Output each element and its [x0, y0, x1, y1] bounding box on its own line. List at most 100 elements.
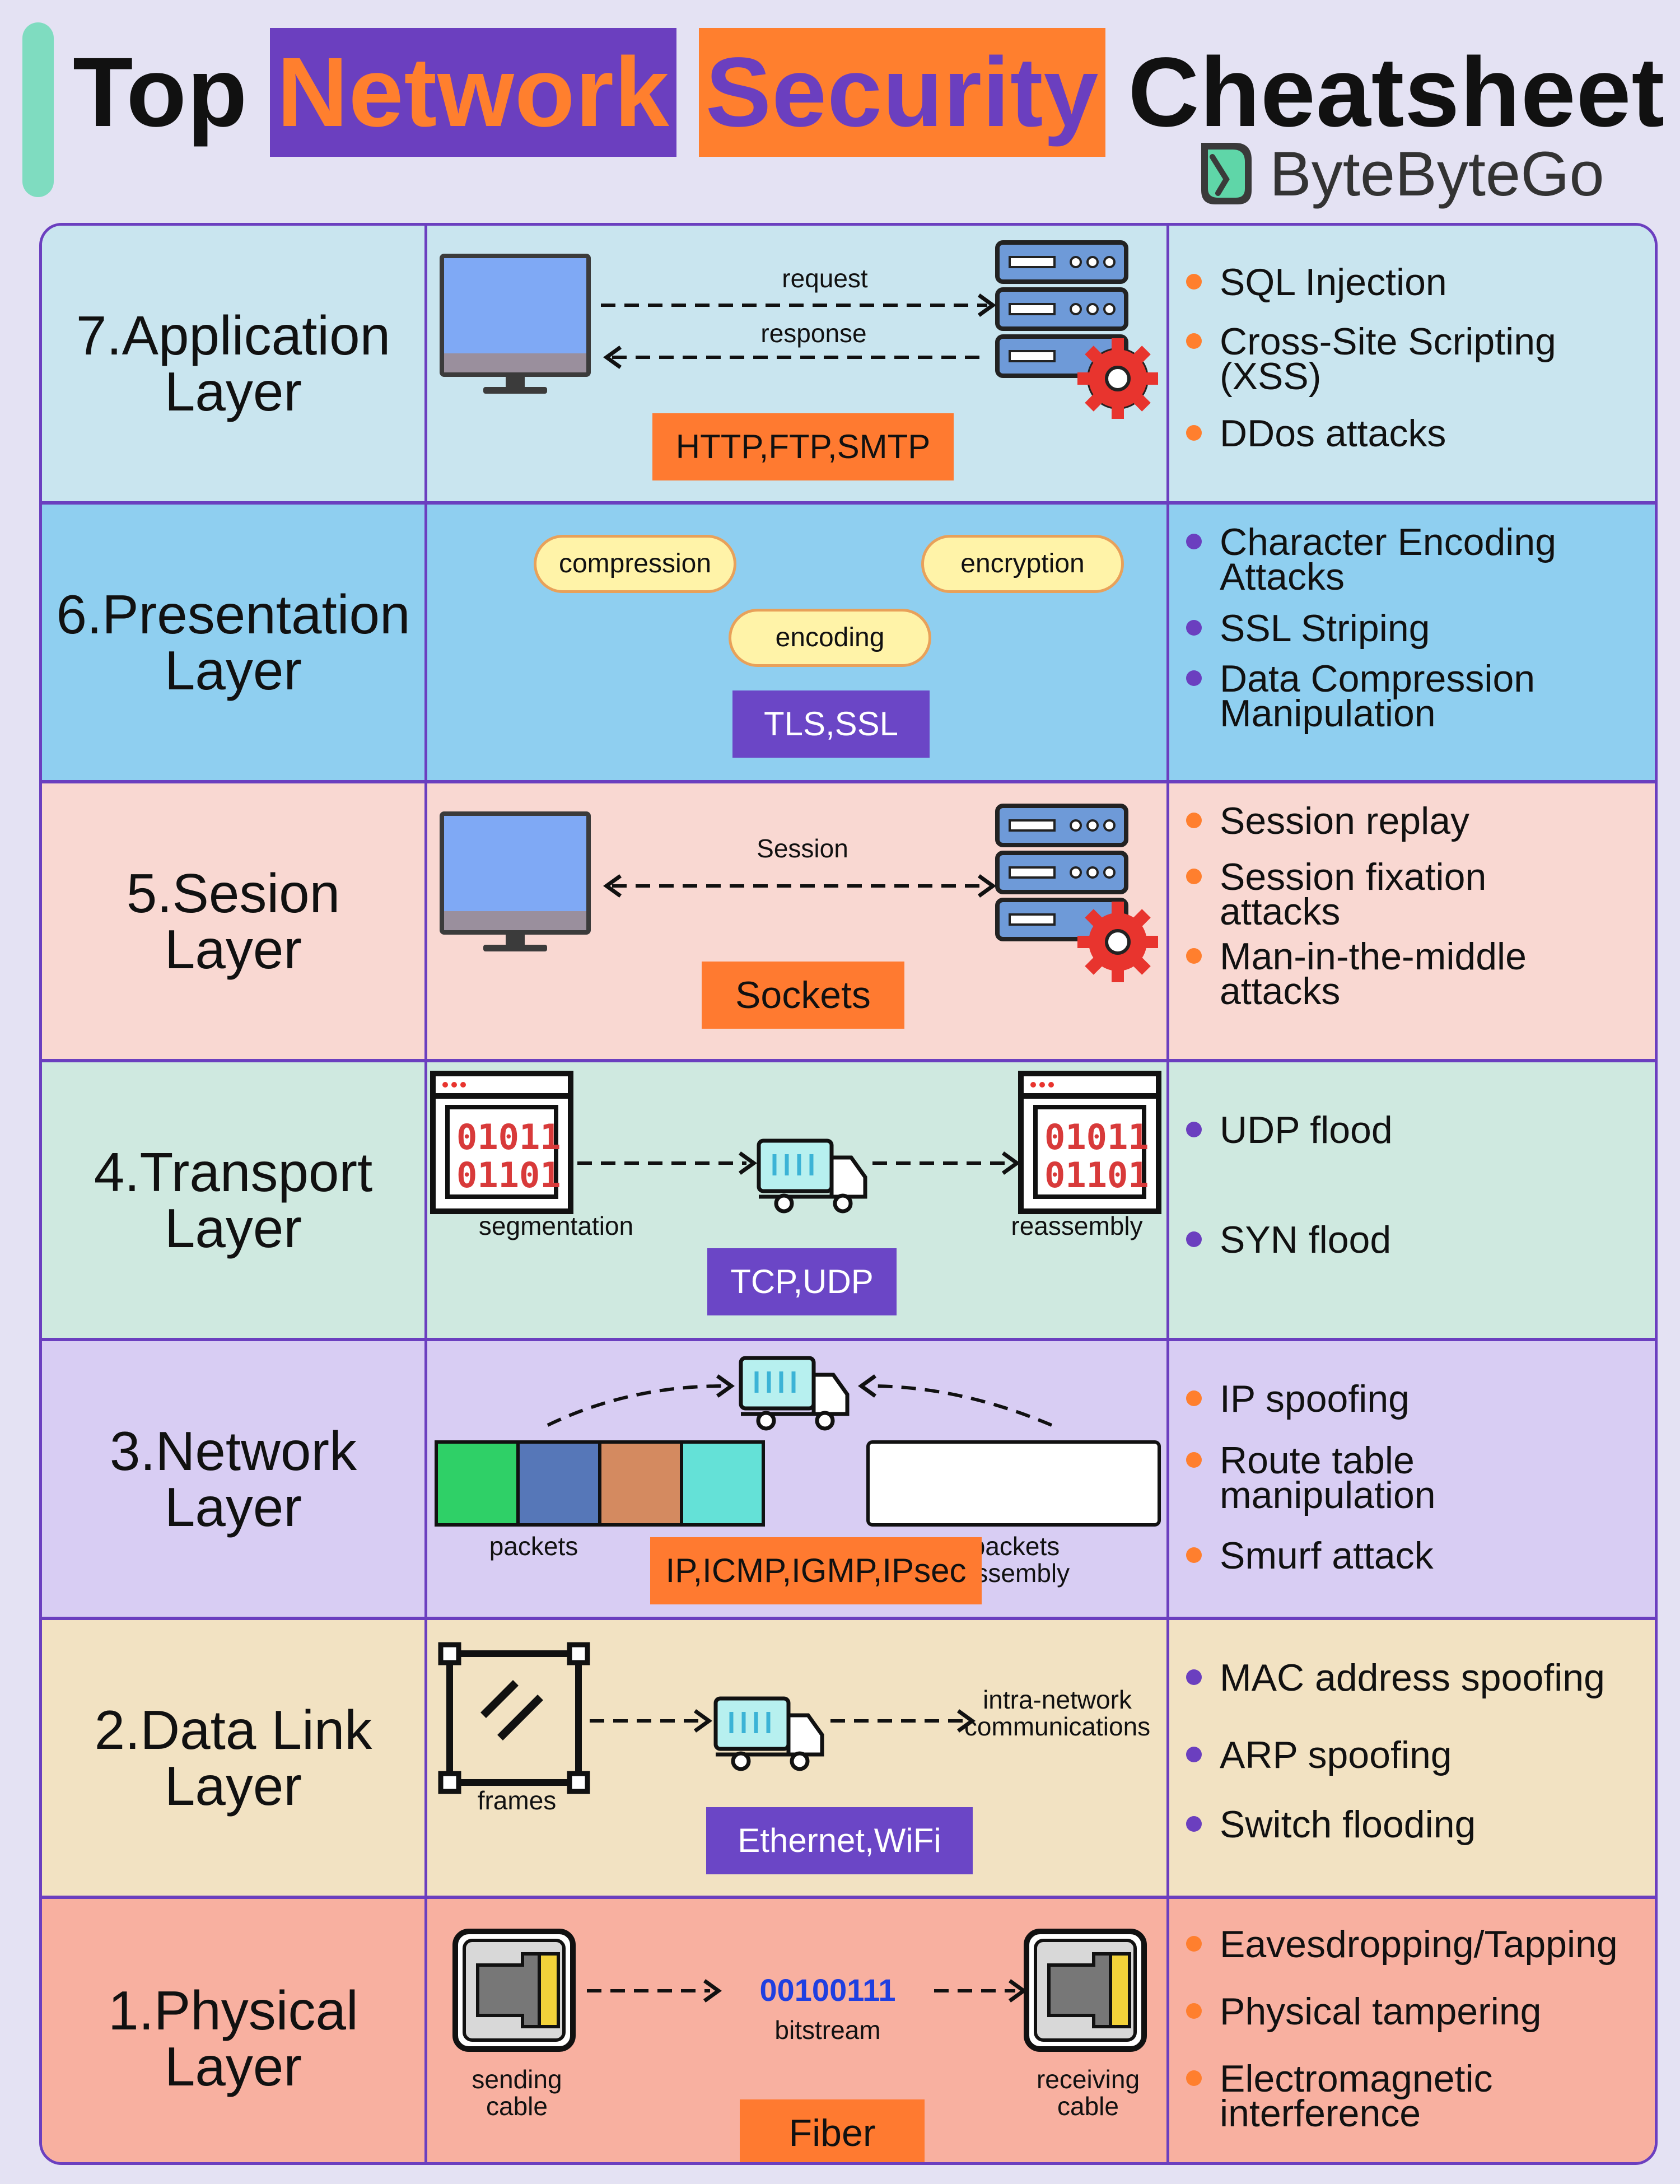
- threat-item: SQL Injection: [1186, 263, 1447, 301]
- layer-name: 1.Physical Layer: [108, 1980, 358, 2097]
- threat-item: Switch flooding: [1186, 1805, 1476, 1844]
- request-label: request: [782, 264, 868, 293]
- threat-list: Character Encoding Attacks SSL Striping …: [1169, 505, 1655, 780]
- layer-row-transport: 4.Transport Layer: [42, 1062, 1655, 1341]
- threat-list: Eavesdropping/Tapping Physical tampering…: [1169, 1899, 1655, 2162]
- threat-item: Physical tampering: [1186, 1992, 1541, 2031]
- layer-name-cell: 5.Sesion Layer: [42, 783, 427, 1059]
- threat-list: MAC address spoofing ARP spoofing Switch…: [1169, 1620, 1655, 1896]
- bytebytego-logo-icon: [1201, 143, 1252, 204]
- encryption-pill: encryption: [921, 535, 1124, 593]
- gear-icon: [1077, 902, 1158, 982]
- frame-icon: [438, 1642, 590, 1794]
- layer-name-cell: 2.Data Link Layer: [42, 1620, 427, 1896]
- encoding-pill: encoding: [729, 609, 931, 667]
- threat-item: Session fixation attacks: [1186, 858, 1486, 931]
- layer-name: 4.Transport Layer: [94, 1141, 373, 1259]
- layer-name: 6.Presentation Layer: [56, 584, 410, 701]
- frames-label: frames: [477, 1786, 557, 1815]
- intra-network-label: intra-network communications: [964, 1685, 1151, 1741]
- packet-routing-diagram: [435, 1356, 1161, 1527]
- reassembly-label: reassembly: [1011, 1211, 1143, 1240]
- binary-window-icon: [1018, 1071, 1161, 1214]
- threat-item: Eavesdropping/Tapping: [1186, 1925, 1618, 1963]
- layer-name: 7.Application Layer: [76, 305, 391, 422]
- sending-cable-label: sending cable: [472, 2065, 562, 2121]
- brand-name: ByteByteGo: [1270, 138, 1604, 209]
- binary-text: 01011 01101: [1044, 1117, 1149, 1196]
- layer-name-cell: 4.Transport Layer: [42, 1062, 427, 1338]
- layer-illustration: 01011 01101 01011 01101 segmentation rea…: [427, 1062, 1169, 1338]
- packets-label: packets: [489, 1532, 578, 1561]
- protocol-badge: HTTP,FTP,SMTP: [652, 413, 954, 480]
- bitstream-bits: 00100111: [759, 1972, 896, 2008]
- layer-illustration: frames intra-network communications Ethe…: [427, 1620, 1169, 1896]
- threat-item: ARP spoofing: [1186, 1736, 1452, 1774]
- threat-item: SYN flood: [1186, 1221, 1391, 1259]
- segmentation-diagram: [430, 1071, 1161, 1214]
- ethernet-port-icon: [452, 1929, 576, 2052]
- layer-illustration: Session Sockets: [427, 783, 1169, 1059]
- layer-illustration: request response HTTP,FTP,SMTP: [427, 226, 1169, 501]
- layer-name: 3.Network Layer: [109, 1420, 357, 1538]
- layer-name-cell: 1.Physical Layer: [42, 1899, 427, 2162]
- monitor-icon: [440, 254, 591, 394]
- title-word-top: Top: [73, 38, 248, 147]
- threat-item: SSL Striping: [1186, 609, 1430, 647]
- layer-illustration: compression encryption encoding TLS,SSL: [427, 505, 1169, 780]
- protocol-badge: TLS,SSL: [732, 690, 930, 758]
- osi-layers-table: 7.Application Layer: [39, 223, 1658, 2165]
- threat-item: Session replay: [1186, 802, 1469, 840]
- threat-item: Electromagnetic interference: [1186, 2060, 1493, 2132]
- layer-illustration: packets packets assembly IP,ICMP,IGMP,IP…: [427, 1341, 1169, 1617]
- receiving-cable-label: receiving cable: [1036, 2065, 1140, 2121]
- monitor-icon: [440, 811, 591, 951]
- threat-item: Cross-Site Scripting (XSS): [1186, 323, 1556, 395]
- truck-icon: [739, 1356, 850, 1431]
- assembly-box: [866, 1440, 1161, 1527]
- session-label: Session: [757, 834, 848, 863]
- packet-blocks: [435, 1440, 765, 1527]
- layer-name-cell: 7.Application Layer: [42, 226, 427, 501]
- layer-name: 5.Sesion Layer: [126, 862, 340, 980]
- threat-item: UDP flood: [1186, 1111, 1393, 1149]
- layer-illustration: 00100111 bitstream sending cable receivi…: [427, 1899, 1169, 2162]
- layer-name-cell: 6.Presentation Layer: [42, 505, 427, 780]
- segmentation-label: segmentation: [478, 1211, 634, 1240]
- layer-row-datalink: 2.Data Link Layer: [42, 1620, 1655, 1899]
- threat-item: DDos attacks: [1186, 414, 1446, 452]
- threat-item: Data Compression Manipulation: [1186, 660, 1535, 732]
- layer-row-session: 5.Sesion Layer: [42, 783, 1655, 1062]
- layer-name-cell: 3.Network Layer: [42, 1341, 427, 1617]
- truck-icon: [757, 1138, 867, 1214]
- threat-item: Character Encoding Attacks: [1186, 523, 1556, 596]
- threat-item: MAC address spoofing: [1186, 1659, 1605, 1697]
- layer-row-physical: 1.Physical Layer: [42, 1899, 1655, 2162]
- threat-item: Route table manipulation: [1186, 1441, 1436, 1514]
- cable-diagram: [452, 1929, 1147, 2052]
- layer-row-network: 3.Network Layer: [42, 1341, 1655, 1620]
- protocol-badge: Ethernet,WiFi: [706, 1807, 973, 1874]
- protocol-badge: Fiber: [740, 2099, 925, 2162]
- title-word-network: Network: [270, 28, 676, 157]
- protocol-badge: Sockets: [702, 962, 904, 1029]
- layer-name: 2.Data Link Layer: [94, 1699, 372, 1817]
- threat-list: Session replay Session fixation attacks …: [1169, 783, 1655, 1059]
- client-server-diagram: [440, 804, 1158, 982]
- layer-row-presentation: 6.Presentation Layer compression encrypt…: [42, 505, 1655, 783]
- protocol-badge: IP,ICMP,IGMP,IPsec: [650, 1537, 982, 1604]
- gear-icon: [1077, 338, 1158, 419]
- threat-list: IP spoofing Route table manipulation Smu…: [1169, 1341, 1655, 1617]
- threat-list: UDP flood SYN flood: [1169, 1062, 1655, 1338]
- ethernet-port-icon: [1024, 1929, 1147, 2052]
- binary-text: 01011 01101: [456, 1117, 561, 1196]
- threat-item: IP spoofing: [1186, 1380, 1410, 1418]
- page-title: Top Network Security Cheatsheet: [73, 17, 1665, 168]
- threat-item: Smurf attack: [1186, 1537, 1434, 1575]
- title-word-cheatsheet: Cheatsheet: [1128, 38, 1665, 147]
- bitstream-label: bitstream: [774, 2015, 881, 2045]
- title-word-security: Security: [698, 28, 1106, 157]
- layer-row-application: 7.Application Layer: [42, 226, 1655, 505]
- response-label: response: [760, 319, 867, 348]
- brand: ByteByteGo: [1196, 134, 1604, 213]
